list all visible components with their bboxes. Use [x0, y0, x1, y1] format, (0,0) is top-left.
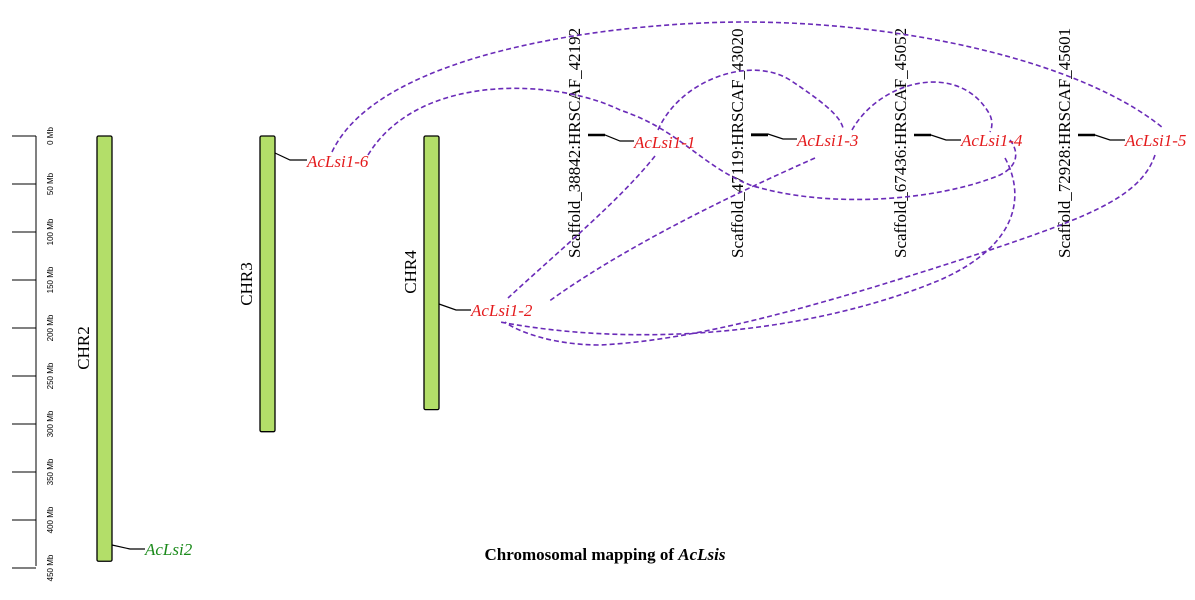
- chromosome-chr4: [423, 135, 440, 411]
- gene-label-aclsi1-6: AcLsi1-6: [306, 152, 369, 171]
- gene-label-aclsi2: AcLsi2: [144, 540, 193, 559]
- gene-label-aclsi1-1: AcLsi1-1: [633, 133, 695, 152]
- gene-leader-aclsi1-6: [274, 152, 307, 161]
- scale-tick-label: 100 Mb: [46, 218, 55, 245]
- scale-tick-label: 200 Mb: [46, 314, 55, 341]
- chromosome-label-scaffold-3: Scaffold_67436:HRSCAF_45052: [891, 28, 910, 258]
- diagram-title-species: AcLsis: [677, 545, 726, 564]
- gene-labels: AcLsi2 AcLsi1-6 AcLsi1-2 AcLsi1-1 AcLsi1…: [144, 131, 1186, 559]
- gene-label-aclsi1-3: AcLsi1-3: [796, 131, 858, 150]
- scale-tick-label: 300 Mb: [46, 410, 55, 437]
- gene-label-aclsi1-5: AcLsi1-5: [1124, 131, 1186, 150]
- chromosomes: [96, 133, 1095, 562]
- chromosome-label-chr3: CHR3: [237, 262, 256, 305]
- scale-bar: 0 Mb 50 Mb 100 Mb 150 Mb 200 Mb 250 Mb 300 Mb 3…: [12, 127, 55, 581]
- duplication-links: [331, 21, 1164, 346]
- gene-label-aclsi1-4: AcLsi1-4: [960, 131, 1023, 150]
- chromosome-chr3: [259, 135, 276, 433]
- link-aclsi1-6-aclsi1-5: [331, 21, 1164, 153]
- gene-leader-aclsi1-4: [914, 134, 961, 141]
- chromosome-label-chr4: CHR4: [401, 250, 420, 294]
- chromosome-labels: CHR2 CHR3 CHR4 Scaffold_38842:HRSCAF_421…: [74, 28, 1074, 370]
- chromosome-label-scaffold-1: Scaffold_38842:HRSCAF_42192: [565, 28, 584, 258]
- chromosome-label-scaffold-2: Scaffold_47119:HRSCAF_43020: [728, 28, 747, 258]
- gene-leader-aclsi1-1: [588, 134, 634, 142]
- gene-leader-aclsi2: [111, 544, 145, 550]
- diagram-title-prefix: Chromosomal mapping of: [484, 545, 678, 564]
- link-aclsi1-1-aclsi1-3: [657, 69, 844, 131]
- scale-tick-label: 450 Mb: [46, 554, 55, 581]
- scale-tick-label: 350 Mb: [46, 458, 55, 485]
- gene-leader-aclsi1-2: [438, 303, 471, 311]
- gene-label-aclsi1-2: AcLsi1-2: [470, 301, 533, 320]
- link-aclsi1-3-aclsi1-4: [851, 81, 993, 133]
- scale-tick-label: 250 Mb: [46, 362, 55, 389]
- diagram-title: Chromosomal mapping of AcLsis: [484, 545, 725, 564]
- scale-tick-label: 400 Mb: [46, 506, 55, 533]
- chromosome-label-chr2: CHR2: [74, 326, 93, 369]
- link-aclsi1-1-aclsi1-2: [507, 155, 656, 299]
- gene-leader-aclsi1-3: [751, 133, 797, 140]
- gene-leader-aclsi1-5: [1078, 134, 1125, 141]
- scale-tick-label: 150 Mb: [46, 266, 55, 293]
- link-aclsi1-3-aclsi1-2: [547, 157, 816, 303]
- scale-tick-label: 50 Mb: [46, 172, 55, 195]
- link-aclsi1-6-aclsi1-4: [367, 87, 1017, 201]
- chromosome-chr2: [96, 135, 113, 562]
- scale-tick-label: 0 Mb: [46, 127, 55, 145]
- gene-leaders: [111, 133, 1125, 550]
- chromosome-label-scaffold-4: Scaffold_72928:HRSCAF_45601: [1055, 28, 1074, 258]
